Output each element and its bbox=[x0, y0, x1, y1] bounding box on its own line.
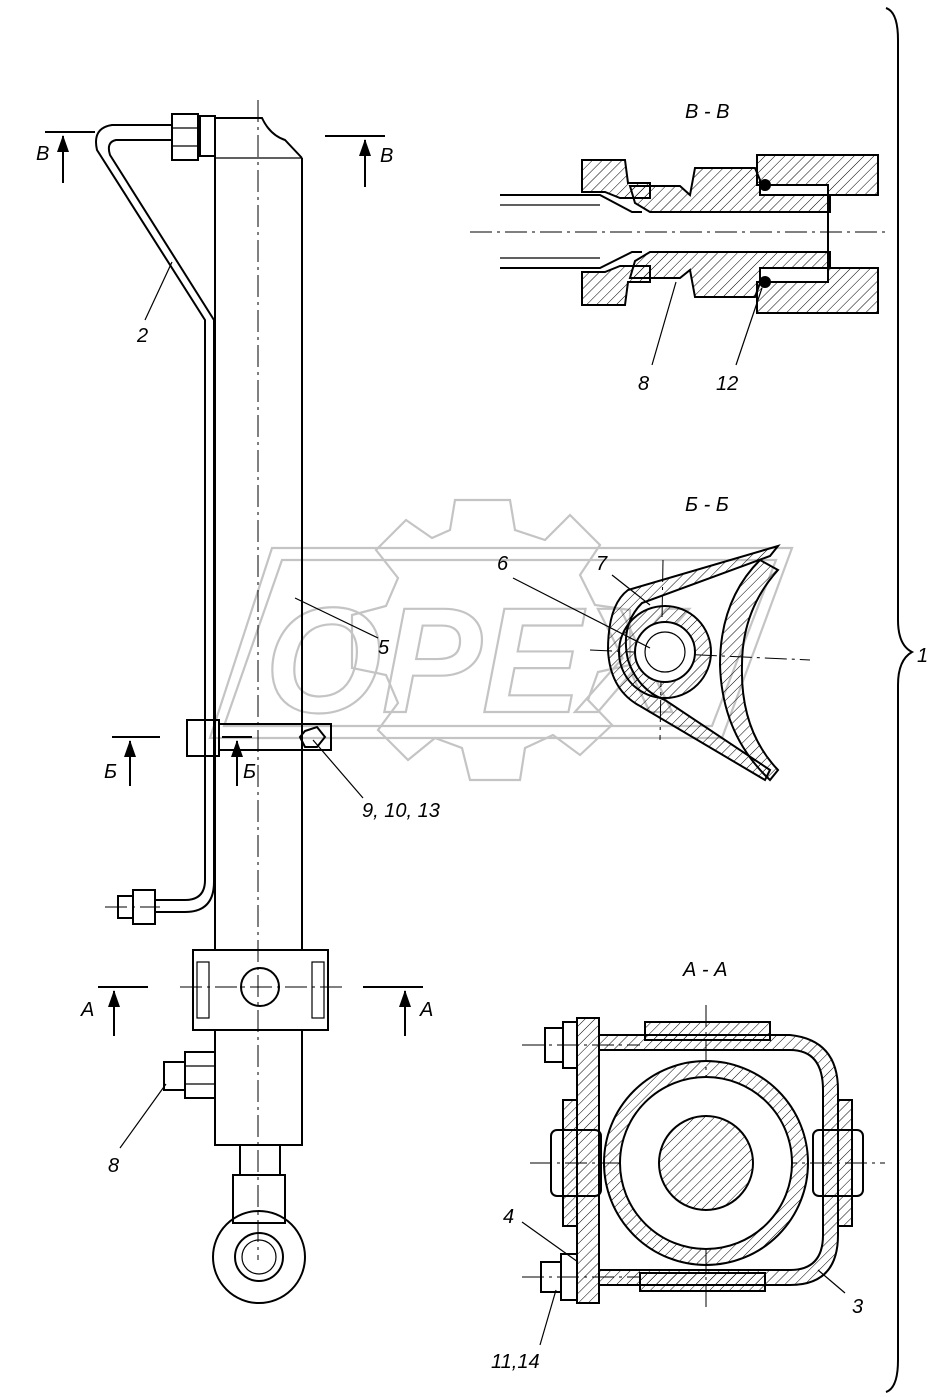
vv-housing-top bbox=[756, 154, 879, 196]
vv-seal-bottom bbox=[759, 276, 771, 288]
trunnion-block bbox=[192, 949, 329, 1031]
section-bb-view bbox=[294, 544, 811, 799]
mark-v-right: В bbox=[380, 145, 393, 167]
labels: В - В Б - Б А - А В В Б Б А А 1 2 3 4 5 … bbox=[36, 101, 928, 1373]
callout-1: 1 bbox=[917, 645, 928, 667]
arrow-b-left bbox=[124, 740, 136, 757]
aa-bracket-body bbox=[598, 1034, 839, 1286]
watermark-frame-inner bbox=[222, 558, 778, 728]
assembly-brace bbox=[885, 7, 915, 1393]
piston-rod bbox=[239, 1144, 281, 1176]
aa-left-plate bbox=[576, 1017, 600, 1304]
mark-v-left: В bbox=[36, 143, 49, 165]
callout-11-14: 11,14 bbox=[491, 1351, 540, 1373]
callout-12: 12 bbox=[716, 373, 738, 395]
bb-pipe-inner bbox=[644, 631, 686, 673]
section-title-bb: Б - Б bbox=[685, 494, 729, 516]
pipe-clamp-strap bbox=[218, 723, 332, 751]
arrow-a-left bbox=[108, 990, 120, 1007]
rod-end bbox=[232, 1174, 286, 1224]
aa-rod-section bbox=[658, 1115, 754, 1211]
callout-4: 4 bbox=[503, 1206, 514, 1228]
bb-cylinder-wall bbox=[718, 558, 780, 782]
lower-fitting-8 bbox=[184, 1051, 216, 1099]
vv-pipe bbox=[500, 194, 642, 269]
vv-seal-top bbox=[759, 179, 771, 191]
mark-a-left: А bbox=[80, 999, 94, 1021]
mark-a-right: А bbox=[419, 999, 433, 1021]
rod-eye-inner bbox=[234, 1232, 284, 1282]
clamp-bolt-head bbox=[298, 725, 327, 748]
callout-5: 5 bbox=[378, 637, 390, 659]
callout-8-main: 8 bbox=[108, 1155, 119, 1177]
callout-3: 3 bbox=[852, 1296, 863, 1318]
section-markers bbox=[45, 131, 423, 1036]
section-vv-view bbox=[470, 154, 890, 366]
arrow-a-right bbox=[399, 990, 411, 1007]
section-title-aa: А - А bbox=[682, 959, 727, 981]
pipe-2 bbox=[95, 124, 206, 901]
rod-eye-outer bbox=[212, 1210, 306, 1304]
callout-6: 6 bbox=[497, 553, 509, 575]
upper-fitting-nut bbox=[199, 115, 216, 157]
vv-housing-bottom bbox=[756, 267, 879, 314]
upper-fitting-nut-2 bbox=[171, 113, 199, 161]
section-title-vv: В - В bbox=[685, 101, 729, 123]
callout-2: 2 bbox=[136, 325, 148, 347]
watermark-gear-outline bbox=[350, 498, 632, 782]
mark-b-left: Б bbox=[104, 761, 117, 783]
arrow-v-left bbox=[57, 135, 69, 152]
callout-7: 7 bbox=[596, 553, 608, 575]
section-aa-view bbox=[119, 261, 885, 1346]
pipe-2-inner bbox=[107, 139, 215, 913]
main-assembly-view bbox=[95, 100, 345, 1304]
arrow-v-right bbox=[359, 139, 371, 156]
callout-9-10-13: 9, 10, 13 bbox=[362, 800, 440, 822]
callout-8-vv: 8 bbox=[638, 373, 649, 395]
arrow-b-right bbox=[231, 740, 243, 757]
mark-b-right: Б bbox=[243, 761, 256, 783]
